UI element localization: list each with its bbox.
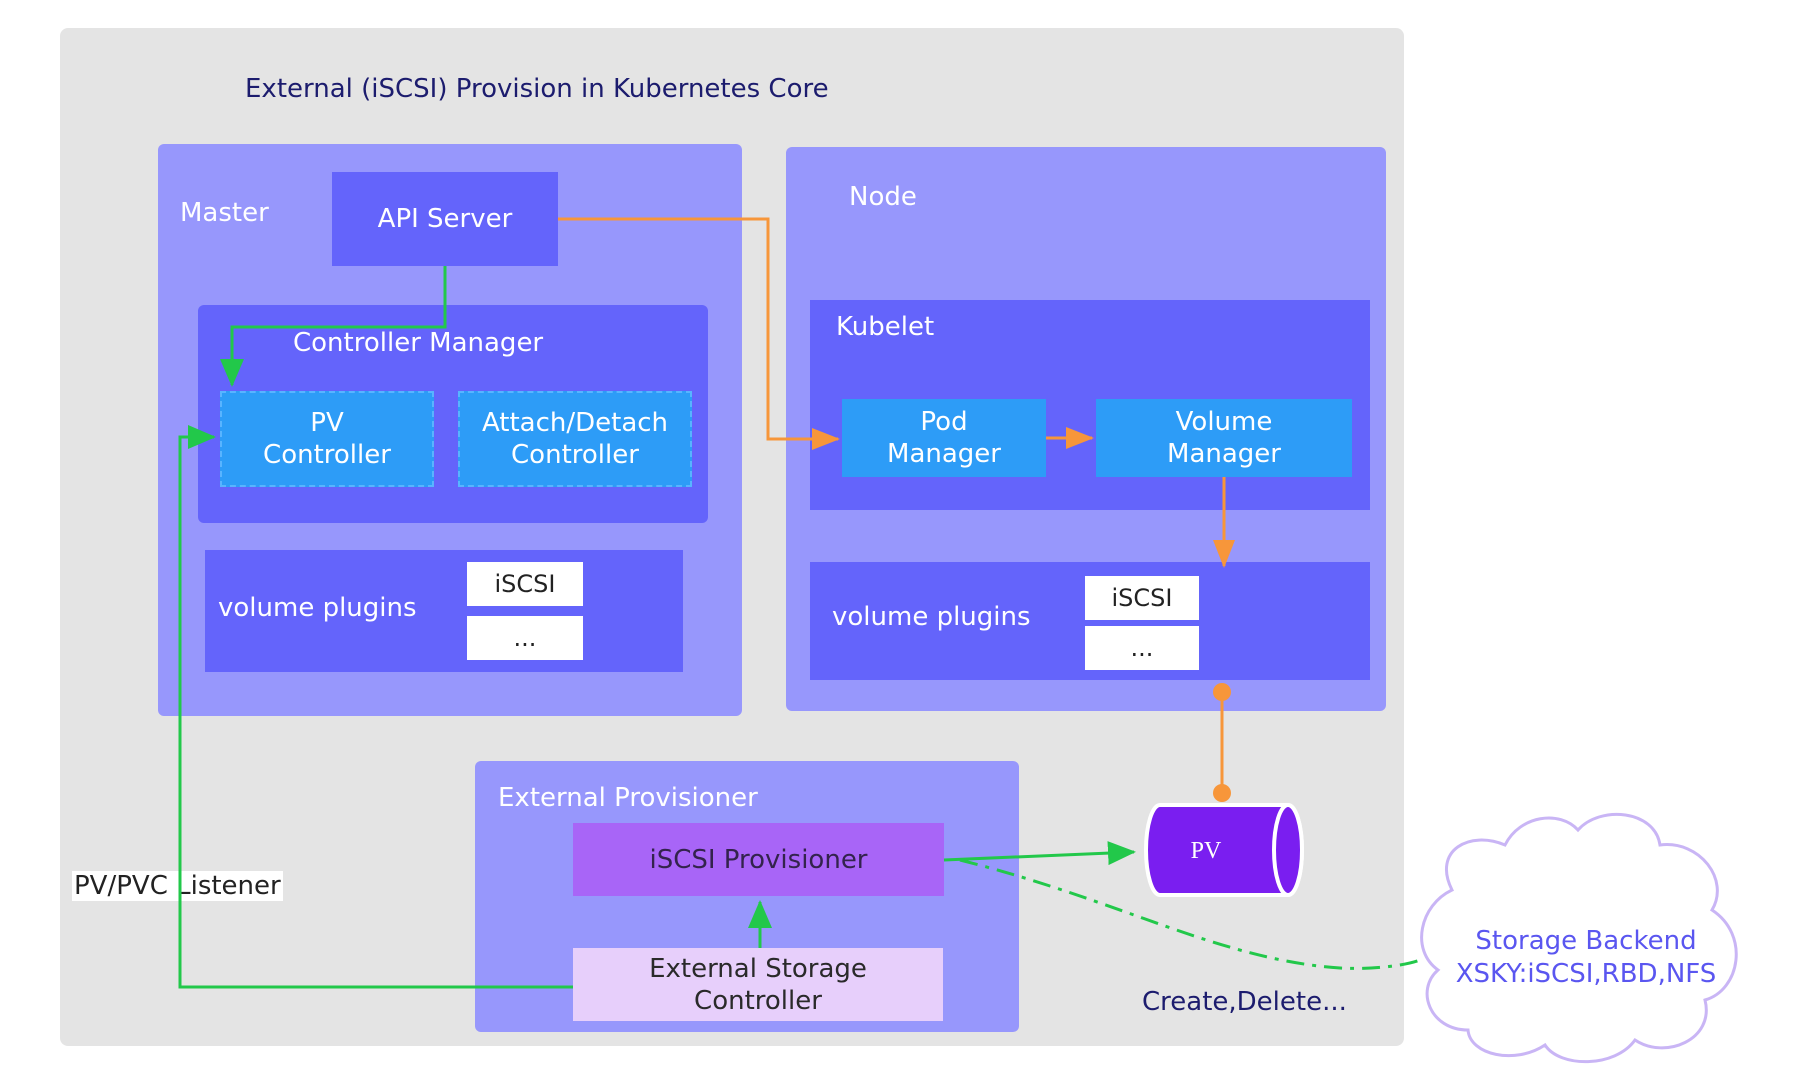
storage-backend-line1: Storage Backend: [1475, 926, 1696, 956]
controller-manager-label: Controller Manager: [293, 328, 544, 358]
master-plugin-iscsi[interactable]: iSCSI: [467, 562, 583, 606]
api-to-pod-manager-arrow: [558, 217, 840, 450]
listener-arrow: [178, 425, 573, 989]
node-label: Node: [849, 182, 917, 212]
attach-detach-controller-box[interactable]: Attach/Detach Controller: [458, 391, 692, 487]
master-plugin-more[interactable]: ...: [467, 616, 583, 660]
external-provisioner-label: External Provisioner: [498, 783, 758, 813]
pv-volume-cylinder[interactable]: PV: [1144, 803, 1304, 897]
provisioner-to-pv-arrow: [943, 841, 1136, 866]
pod-manager-box[interactable]: Pod Manager: [842, 399, 1046, 477]
connector-dot-top: [1213, 683, 1231, 701]
storage-backend-line2: XSKY:iSCSI,RBD,NFS: [1456, 959, 1717, 989]
master-label: Master: [180, 198, 269, 228]
external-storage-controller-box[interactable]: External Storage Controller: [573, 948, 943, 1021]
master-volume-plugins-label: volume plugins: [218, 593, 417, 623]
volume-manager-box[interactable]: Volume Manager: [1096, 399, 1352, 477]
master-volume-plugins-box: [205, 550, 683, 672]
storage-backend-cloud: Storage Backend XSKY:iSCSI,RBD,NFS: [1420, 812, 1738, 1064]
pv-pvc-listener-label: PV/PVC Listener: [72, 871, 283, 901]
iscsi-provisioner-box[interactable]: iSCSI Provisioner: [573, 823, 944, 896]
node-plugin-more[interactable]: ...: [1085, 626, 1199, 670]
node-plugin-iscsi[interactable]: iSCSI: [1085, 576, 1199, 620]
provisioner-to-backend-dashed-line: [959, 858, 1421, 970]
node-volume-plugins-label: volume plugins: [832, 602, 1031, 632]
connector-dot-bottom: [1213, 784, 1231, 802]
pv-volume-label: PV: [1191, 838, 1222, 864]
diagram-title: External (iSCSI) Provision in Kubernetes…: [245, 74, 829, 104]
pv-controller-box[interactable]: PV Controller: [220, 391, 434, 487]
api-to-pv-controller-arrow: [220, 266, 447, 387]
create-delete-label: Create,Delete...: [1142, 987, 1347, 1017]
kubelet-label: Kubelet: [836, 312, 935, 342]
api-server-box[interactable]: API Server: [332, 172, 558, 266]
